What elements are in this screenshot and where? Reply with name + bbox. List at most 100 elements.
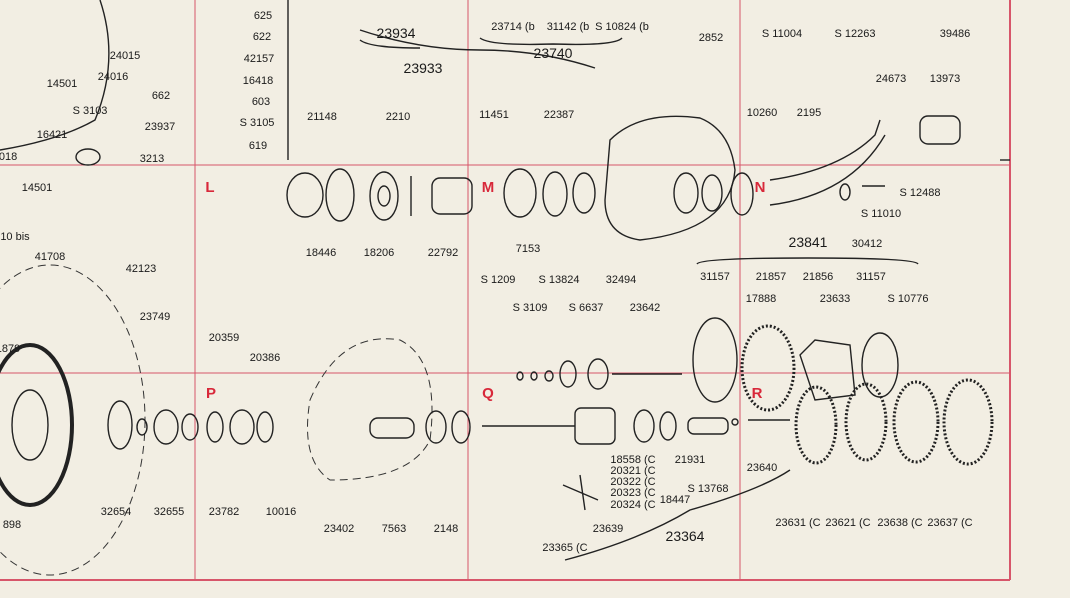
part-label: 662 xyxy=(152,90,170,102)
part-label: 42123 xyxy=(126,263,157,275)
part-label: S 3105 xyxy=(240,117,275,129)
part-label: 18446 xyxy=(306,247,337,259)
part-label: S 12488 xyxy=(900,187,941,199)
part-label: 31157 xyxy=(856,271,886,283)
part-label: 23365 (C xyxy=(542,542,587,554)
part-label: 24015 xyxy=(110,50,141,62)
part-label: S 10824 (b xyxy=(595,21,649,33)
part-label: 20359 xyxy=(209,332,240,344)
part-label: 10260 xyxy=(747,107,778,119)
part-label: 20324 (C xyxy=(610,499,655,511)
part-label: 23631 (C xyxy=(775,517,820,529)
part-label: 23937 xyxy=(145,121,176,133)
part-label: 23364 xyxy=(666,528,705,544)
part-label: 23638 (C xyxy=(877,517,922,529)
part-label: S 13824 xyxy=(539,274,580,286)
part-label: 32655 xyxy=(154,506,185,518)
part-label: 1879 xyxy=(0,343,20,355)
section-label-r: R xyxy=(752,385,763,402)
part-label: 23714 (b xyxy=(491,21,534,33)
section-label-p: P xyxy=(206,385,216,402)
part-label: 21856 xyxy=(803,271,834,283)
part-label: 7153 xyxy=(516,243,540,255)
part-label: 13973 xyxy=(930,73,961,85)
part-label: 21931 xyxy=(675,454,706,466)
section-label-q: Q xyxy=(482,385,494,402)
part-label: 898 xyxy=(3,519,21,531)
part-label: 20386 xyxy=(250,352,281,364)
part-label: 23782 xyxy=(209,506,240,518)
part-label: 14501 xyxy=(22,182,53,194)
part-label: 2852 xyxy=(699,32,723,44)
part-label: 11451 xyxy=(479,109,509,121)
part-label: 23841 xyxy=(789,234,828,250)
part-label: 22387 xyxy=(544,109,575,121)
part-label: S 13768 xyxy=(688,483,729,495)
part-label: 23633 xyxy=(820,293,851,305)
labels-row-qr-top: 23841 30412 31157 21857 21856 31157 1788… xyxy=(481,234,929,314)
part-label: 2195 xyxy=(797,107,821,119)
labels-top-right: 23934 23933 23714 (b 31142 (b S 10824 (b… xyxy=(377,21,971,76)
part-label: 23639 xyxy=(593,523,624,535)
part-drawings xyxy=(0,0,1010,576)
part-label: 21148 xyxy=(307,111,337,123)
part-label: 32494 xyxy=(606,274,637,286)
part-label: 17888 xyxy=(746,293,777,305)
part-label: 23740 xyxy=(534,45,573,61)
part-label: 23402 xyxy=(324,523,355,535)
part-label: 622 xyxy=(253,31,271,43)
part-label: 23933 xyxy=(404,60,443,76)
part-label: 18447 xyxy=(660,494,691,506)
part-label: 18558 (C xyxy=(610,454,655,466)
part-label: 30412 xyxy=(852,238,883,250)
section-label-n: N xyxy=(755,179,766,196)
grid-lines xyxy=(0,0,1011,581)
part-label: 32654 xyxy=(101,506,132,518)
labels-row-p: 41708 42123 23749 20359 20386 1879 898 3… xyxy=(0,251,458,535)
part-label: 7563 xyxy=(382,523,406,535)
section-label-l: L xyxy=(205,179,214,196)
part-label: S 1209 xyxy=(481,274,516,286)
part-label: 23934 xyxy=(377,25,416,41)
labels-row-lmn: 21148 2210 11451 22387 10260 2195 24673 … xyxy=(306,73,961,259)
part-label: S 3103 xyxy=(73,105,108,117)
part-label: S 3109 xyxy=(513,302,548,314)
part-label: 10 bis xyxy=(0,231,30,243)
part-label: 21857 xyxy=(756,271,787,283)
part-label: 2210 xyxy=(386,111,410,123)
part-label: 31157 xyxy=(700,271,730,283)
part-label: 22792 xyxy=(428,247,459,259)
part-label: 018 xyxy=(0,151,17,163)
part-label: 31142 (b xyxy=(547,21,590,33)
part-label: 20322 (C xyxy=(610,476,655,488)
labels-row-qr-bottom: 18558 (C 20321 (C 20322 (C 20323 (C 2032… xyxy=(542,454,972,554)
part-label: 20321 (C xyxy=(610,465,655,477)
part-label: S 11004 xyxy=(762,28,802,40)
part-label: 39486 xyxy=(940,28,971,40)
part-label: S 11010 xyxy=(861,208,901,220)
part-label: 2148 xyxy=(434,523,458,535)
part-label: 625 xyxy=(254,10,272,22)
part-label: 24673 xyxy=(876,73,907,85)
part-label: S 10776 xyxy=(888,293,929,305)
part-label: 41708 xyxy=(35,251,66,263)
part-label: 42157 xyxy=(244,53,275,65)
part-label: 16418 xyxy=(243,75,274,87)
part-label: 23621 (C xyxy=(825,517,870,529)
part-label: 18206 xyxy=(364,247,395,259)
part-label: S 6637 xyxy=(569,302,604,314)
part-label: 23640 xyxy=(747,462,778,474)
part-label: 24016 xyxy=(98,71,129,83)
labels-top-left: 625 622 42157 16418 603 S 3105 619 24015… xyxy=(0,10,274,243)
part-label: 16421 xyxy=(37,129,68,141)
part-label: S 12263 xyxy=(835,28,876,40)
part-label: 619 xyxy=(249,140,267,152)
part-label: 603 xyxy=(252,96,270,108)
part-label: 3213 xyxy=(140,153,164,165)
part-label: 23637 (C xyxy=(927,517,972,529)
part-label: 14501 xyxy=(47,78,78,90)
part-label: 10016 xyxy=(266,506,297,518)
part-label: 23642 xyxy=(630,302,661,314)
